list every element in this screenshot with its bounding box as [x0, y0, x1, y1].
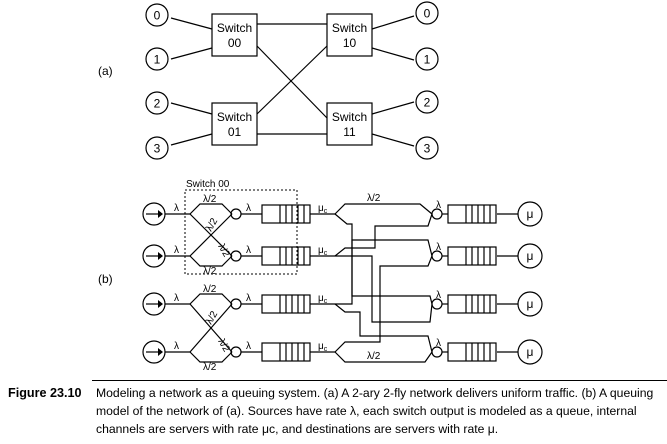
queue-input-rate-label: λ [246, 293, 251, 304]
source-rate-label: λ [174, 293, 179, 304]
source-node-0: 0 [145, 3, 169, 27]
dest-input-rate-label: λ [436, 242, 441, 253]
switch-10: Switch 10 [326, 13, 373, 57]
split-rate-label: λ/2 [367, 351, 381, 362]
source-node-2: 2 [145, 91, 169, 115]
svg-text:1: 1 [424, 53, 431, 67]
merge-node [230, 346, 242, 358]
queue-input-rate-label: λ [246, 245, 251, 256]
split-rate-label: λ/2 [203, 266, 217, 277]
dest-input-rate-label: λ [436, 338, 441, 349]
dest-input-rate-label: λ [436, 200, 441, 211]
figure-caption: Modeling a network as a queuing system. … [96, 384, 662, 438]
network-diagram: 0 1 2 3 Switch 00 Switch 01 Switch 10 [145, 1, 439, 160]
panel-label-a: (a) [98, 64, 113, 78]
switch-00-boundary [184, 189, 298, 275]
queuing-model-diagram: Switch 00 [142, 179, 543, 373]
channel-servers: μc μc μc μc [310, 203, 335, 353]
split-rate-label: λ/2 [203, 362, 217, 373]
source-rate-label: λ [174, 245, 179, 256]
queue-switch-output-3 [261, 342, 311, 362]
source-1 [142, 244, 166, 268]
switch-00-boundary-label: Switch 00 [186, 179, 230, 190]
merge-node [230, 298, 242, 310]
destination-servers: μ μ μ μ [497, 201, 543, 365]
dest-input-rate-label: λ [436, 290, 441, 301]
svg-text:3: 3 [154, 142, 161, 156]
svg-text:01: 01 [228, 125, 242, 139]
second-stage-network: λ/2 λ/2 λ λ λ λ [334, 193, 448, 363]
svg-text:0: 0 [424, 7, 431, 21]
source-2 [142, 292, 166, 316]
switch-00: Switch 00 [211, 13, 258, 57]
svg-text:μ: μ [527, 249, 534, 263]
svg-text:μ: μ [527, 297, 534, 311]
queue-switch-output-2 [261, 294, 311, 314]
figure-label: Figure 23.10 [8, 386, 82, 400]
source-node-1: 1 [145, 47, 169, 71]
svg-text:Switch: Switch [217, 110, 252, 124]
channel-rate-label: μc [318, 341, 328, 353]
destination-server-2: μ [517, 291, 543, 317]
split-rate-label: λ/2 [215, 337, 231, 354]
destination-server-0: μ [517, 201, 543, 227]
switch-01: Switch 01 [211, 102, 258, 146]
queue-destination-input-0 [447, 204, 497, 224]
svg-text:11: 11 [343, 125, 356, 139]
queue-destination-input-2 [447, 294, 497, 314]
source-rate-label: λ [174, 341, 179, 352]
first-stage-network: λ λ λ λ λ/2 λ/2 λ/2 λ/2 λ/2 λ/2 λ/2 λ/2 [142, 194, 262, 373]
panel-label-b: (b) [98, 272, 113, 286]
destination-node-2: 2 [415, 90, 439, 114]
destination-server-1: μ [517, 243, 543, 269]
svg-text:1: 1 [154, 53, 161, 67]
svg-text:Switch: Switch [332, 110, 367, 124]
svg-text:3: 3 [424, 142, 431, 156]
svg-text:μ: μ [527, 345, 534, 359]
source-rate-label: λ [174, 203, 179, 214]
queue-switch-output-1 [261, 246, 311, 266]
svg-text:μ: μ [527, 207, 534, 221]
svg-text:00: 00 [228, 36, 242, 50]
split-rate-label: λ/2 [203, 194, 217, 205]
queue-destination-input-1 [447, 246, 497, 266]
split-rate-label: λ/2 [367, 193, 381, 204]
queuing-network-figure: (a) (b) 0 1 2 3 [98, 1, 543, 373]
queue-destination-input-3 [447, 342, 497, 362]
svg-text:Switch: Switch [217, 21, 252, 35]
destination-node-0: 0 [415, 1, 439, 25]
source-node-3: 3 [145, 136, 169, 160]
merge-node [230, 208, 242, 220]
split-rate-label: λ/2 [215, 242, 231, 259]
channel-rate-label: μc [318, 203, 328, 215]
caption-rule [92, 380, 667, 381]
merge-node [230, 250, 242, 262]
queues [261, 204, 497, 362]
switch-11: Switch 11 [326, 102, 373, 146]
source-3 [142, 340, 166, 364]
source-0 [142, 202, 166, 226]
split-rate-label: λ/2 [203, 284, 217, 295]
queue-switch-output-0 [261, 204, 311, 224]
svg-text:0: 0 [154, 9, 161, 23]
channel-rate-label: μc [318, 245, 328, 257]
destination-server-3: μ [517, 339, 543, 365]
svg-text:Switch: Switch [332, 21, 367, 35]
channel-rate-label: μc [318, 293, 328, 305]
queue-input-rate-label: λ [246, 341, 251, 352]
destination-node-3: 3 [415, 136, 439, 160]
svg-text:2: 2 [424, 96, 431, 110]
destination-node-1: 1 [415, 47, 439, 71]
figure-caption-text: Modeling a network as a queuing system. … [96, 386, 654, 436]
queue-input-rate-label: λ [246, 203, 251, 214]
svg-text:2: 2 [154, 97, 161, 111]
svg-text:10: 10 [343, 36, 357, 50]
split-rate-label: λ/2 [204, 309, 220, 326]
